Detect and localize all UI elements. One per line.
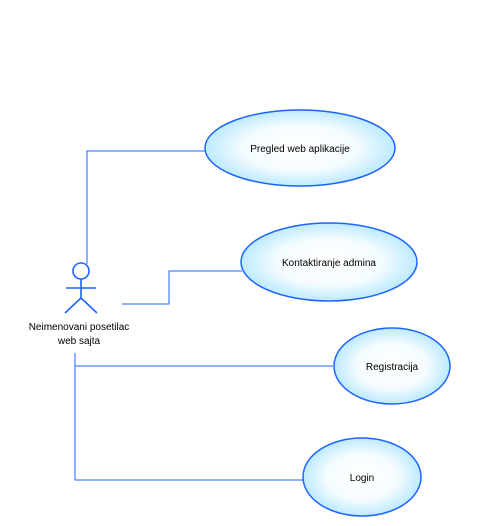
- actor-icon[interactable]: [64, 262, 98, 314]
- use-case-kontaktiranje[interactable]: Kontaktiranje admina: [240, 222, 418, 302]
- association-pregled: [86, 150, 208, 264]
- association-registracija: [74, 353, 333, 367]
- use-case-registracija-label: Registracija: [366, 362, 419, 373]
- use-case-login[interactable]: Login: [302, 437, 422, 517]
- use-case-kontaktiranje-label: Kontaktiranje admina: [282, 258, 376, 269]
- use-case-login-label: Login: [350, 473, 374, 484]
- use-case-registracija[interactable]: Registracija: [333, 327, 451, 405]
- actor-name-line2: web sajta: [57, 336, 101, 347]
- association-kontaktiranje: [122, 270, 242, 305]
- use-case-pregled-label: Pregled web aplikacije: [250, 144, 350, 155]
- association-login: [74, 366, 303, 481]
- use-case-pregled[interactable]: Pregled web aplikacije: [204, 109, 396, 187]
- actor-name-line1: Neimenovani posetilac: [29, 322, 130, 333]
